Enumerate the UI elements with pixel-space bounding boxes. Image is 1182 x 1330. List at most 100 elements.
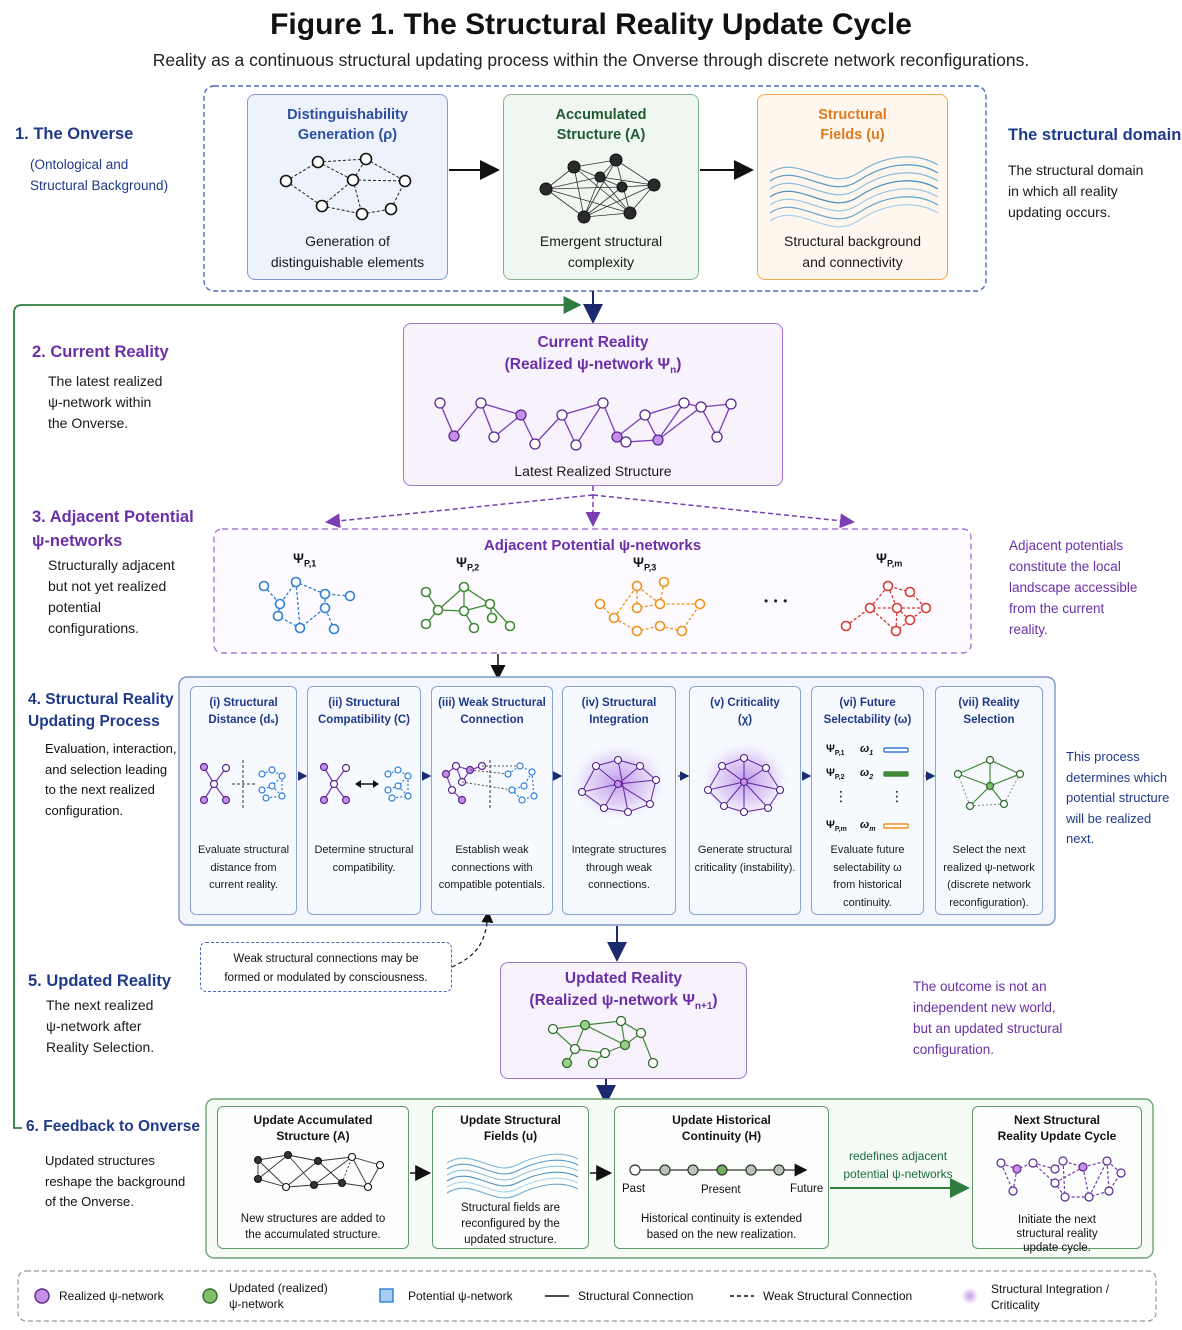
section-1-heading: 1. The Onverse	[15, 125, 134, 143]
update-accumulated-graphic	[253, 1150, 385, 1192]
current-reality-box: Current Reality (Realized ψ-network Ψn) …	[403, 323, 783, 486]
adjacent-side-text: Adjacent potentials constitute the local…	[1009, 538, 1138, 637]
legend-structural-connection: Structural Connection	[578, 1289, 694, 1303]
psi-p3-label: ΨP,3	[633, 555, 657, 573]
section-3-text: Structurally adjacent but not yet realiz…	[48, 557, 175, 636]
section-6-text: Updated structures reshape the backgroun…	[45, 1153, 186, 1209]
onverse-frame	[203, 85, 987, 292]
step-7-caption: Select the next realized ψ-network (disc…	[943, 844, 1035, 909]
update-accumulated-caption: New structures are added to the accumula…	[240, 1213, 386, 1241]
section-1-note: (Ontological and Structural Background)	[30, 157, 169, 193]
timeline-future: Future	[790, 1183, 824, 1195]
purple-circle-icon	[34, 1288, 50, 1304]
next-cycle-title: Next Structural Reality Update Cycle	[997, 1113, 1117, 1143]
process-step-graphics	[199, 742, 1025, 829]
current-reality-caption: Latest Realized Structure	[514, 463, 672, 479]
step-5-title: (v) Criticality (χ)	[710, 697, 780, 726]
selectability-row-1-omega: ω1	[860, 743, 874, 758]
selectability-row-2-omega: ω2	[860, 767, 874, 782]
update-fields-title: Update Structural Fields (u)	[460, 1113, 561, 1143]
historical-timeline	[629, 1163, 808, 1177]
update-historical-title: Update Historical Continuity (H)	[672, 1113, 771, 1143]
updated-reality-box: Updated Reality (Realized ψ-network Ψn+1…	[500, 962, 747, 1079]
distinguishability-box: Distinguishability Generation (ρ) Genera…	[247, 94, 448, 280]
update-accumulated-title: Update Accumulated Structure (A)	[253, 1113, 373, 1143]
step-1-title: (i) Structural Distance (dₛ)	[208, 697, 279, 726]
update-historical-box: Update Historical Continuity (H) Past Pr…	[614, 1106, 829, 1249]
vdots-left: ⋮	[834, 788, 848, 804]
emergent-complexity-graphic	[539, 153, 661, 224]
step-4-caption: Integrate structures through weak connec…	[571, 844, 667, 891]
distinguishability-title: Distinguishability Generation (ρ)	[287, 107, 408, 143]
adjacent-title: Adjacent Potential ψ-networks	[483, 537, 702, 554]
adjacent-frame	[213, 528, 972, 654]
legend-realized: Realized ψ-network	[59, 1289, 164, 1303]
green-circle-icon	[202, 1288, 218, 1304]
update-accumulated-box: Update Accumulated Structure (A) New str…	[217, 1106, 409, 1249]
structural-fields-caption: Structural background and connectivity	[784, 233, 921, 270]
selectability-row-1-psi: ΨP,1	[826, 743, 845, 758]
legend-integration: Structural Integration / Criticality	[991, 1282, 1110, 1312]
psi-p2-label: ΨP,2	[456, 555, 480, 573]
structural-domain-text: The structural domain in which all reali…	[1008, 162, 1144, 220]
section-5-heading: 5. Updated Reality	[28, 972, 172, 990]
step-3-caption: Establish weak connections with compatib…	[438, 844, 546, 891]
accumulated-structure-box: Accumulated Structure (A) Emergent struc…	[503, 94, 699, 280]
psi-p1-label: ΨP,1	[293, 551, 317, 569]
adjacent-potential-networks	[258, 576, 932, 637]
step-1-caption: Evaluate structural distance from curren…	[197, 844, 290, 891]
updated-side-text: The outcome is not an independent new wo…	[913, 979, 1063, 1057]
section-6-heading: 6. Feedback to Onverse	[26, 1118, 201, 1135]
selectability-row-2-psi: ΨP,2	[826, 767, 845, 782]
accumulated-structure-caption: Emergent structural complexity	[539, 233, 663, 270]
selectability-row-m-psi: ΨP,m	[826, 819, 847, 834]
process-side-text: This process determines which potential …	[1066, 749, 1170, 846]
consciousness-note-text: Weak structural connections may be forme…	[224, 953, 428, 984]
next-cycle-caption: Initiate the next structural reality upd…	[1016, 1214, 1098, 1254]
vdots-right: ⋮	[890, 788, 904, 804]
legend-frame	[17, 1270, 1157, 1322]
update-historical-caption: Historical continuity is extended based …	[640, 1213, 803, 1241]
accumulated-structure-title: Accumulated Structure (A)	[555, 107, 647, 143]
distinguishable-elements-graphic	[279, 152, 412, 221]
updated-reality-title: Updated Reality	[564, 970, 683, 987]
feedback-loop-line	[13, 296, 582, 1129]
field-waves-graphic	[769, 156, 939, 228]
psi-pm-label: ΨP,m	[876, 551, 903, 569]
section-5-text: The next realized ψ-network after Realit…	[46, 997, 155, 1055]
section-4-text: Evaluation, interaction, and selection l…	[45, 741, 177, 818]
current-reality-title: Current Reality	[537, 334, 649, 351]
step-2-title: (ii) Structural Compatibility (C)	[318, 697, 410, 726]
consciousness-note-box: Weak structural connections may be forme…	[200, 942, 452, 992]
section-3-heading: 3. Adjacent Potential ψ-networks	[32, 508, 194, 550]
figure-title: Figure 1. The Structural Reality Update …	[270, 8, 912, 41]
update-fields-caption: Structural fields are reconfigured by th…	[460, 1202, 561, 1246]
section-2-heading: 2. Current Reality	[32, 343, 169, 361]
redefines-arrow-label: redefines adjacent potential ψ-networks	[843, 1149, 953, 1181]
current-reality-network	[434, 397, 737, 451]
update-fields-graphic	[446, 1153, 579, 1199]
step-2-caption: Determine structural compatibility.	[314, 844, 414, 874]
step-reality-selection: (vii) Reality Selection Select the next …	[935, 686, 1043, 915]
step-6-caption: Evaluate future selectability ω from his…	[830, 844, 905, 909]
step-7-title: (vii) Reality Selection	[958, 697, 1020, 726]
section-4-heading: 4. Structural Reality Updating Process	[28, 691, 174, 730]
glow-icon	[961, 1287, 979, 1305]
selectability-row-m-omega: ωm	[860, 819, 876, 834]
current-reality-subtitle: (Realized ψ-network Ψn)	[504, 356, 682, 377]
step-4-title: (iv) Structural Integration	[581, 697, 657, 726]
timeline-present: Present	[701, 1184, 741, 1196]
step-weak-connection: (iii) Weak Structural Connection Establi…	[431, 686, 553, 915]
legend-updated: Updated (realized) ψ-network	[229, 1281, 328, 1311]
figure-subtitle: Reality as a continuous structural updat…	[152, 50, 1030, 70]
step-3-title: (iii) Weak Structural Connection	[438, 697, 546, 726]
update-fields-box: Update Structural Fields (u) Structural …	[432, 1106, 589, 1249]
legend-potential: Potential ψ-network	[408, 1289, 513, 1303]
structural-fields-title: Structural Fields (u)	[818, 107, 887, 143]
step-future-selectability: (vi) Future Selectability (ω) ΨP,1 ω1 ΨP…	[811, 686, 924, 915]
structural-domain-heading: The structural domain	[1008, 126, 1182, 144]
structural-fields-box: Structural Fields (u) Structural backgro…	[757, 94, 948, 280]
updated-reality-subtitle: (Realized ψ-network Ψn+1)	[529, 992, 718, 1013]
step-5-caption: Generate structural criticality (instabi…	[694, 844, 796, 874]
